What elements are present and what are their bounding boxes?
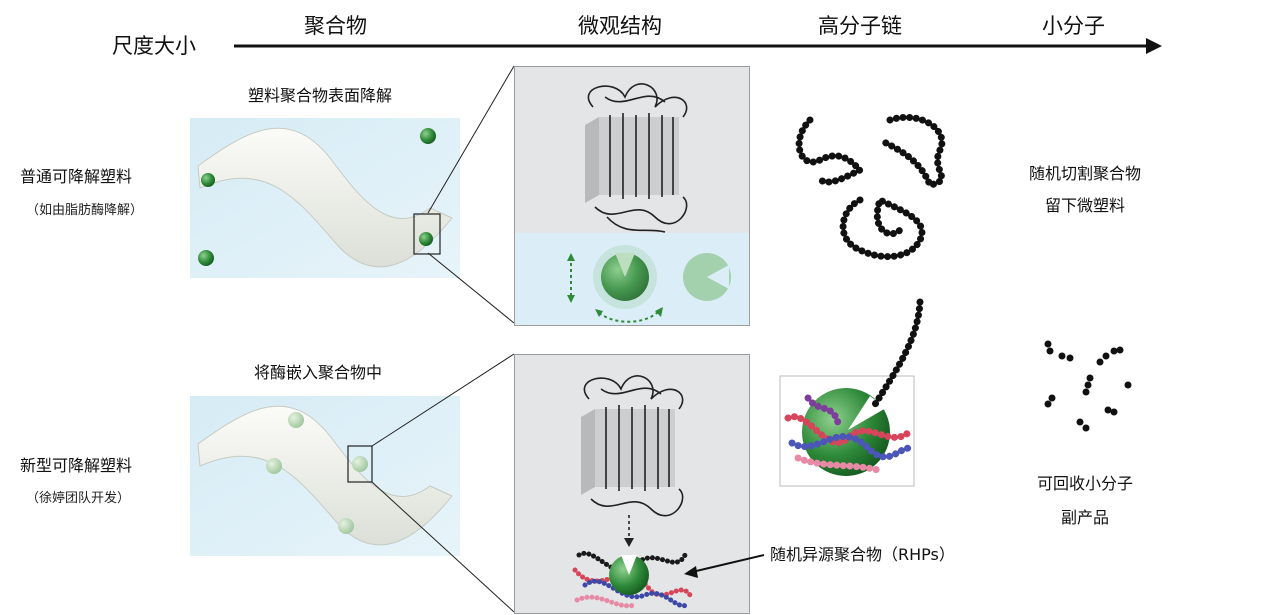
row2-caption: 将酶嵌入聚合物中 xyxy=(254,363,383,382)
column-header-polymer-chain: 高分子链 xyxy=(818,14,902,38)
row1-subtitle: （如由脂肪酶降解） xyxy=(26,203,144,218)
row2-outcome-line2: 副产品 xyxy=(1060,508,1109,527)
row2-outcome-line1: 可回收小分子 xyxy=(1036,474,1133,493)
row2-title: 新型可降解塑料 xyxy=(20,456,133,475)
scale-label: 尺度大小 xyxy=(112,34,196,58)
embedded-enzyme-icon xyxy=(338,518,354,534)
row1-plastic-sheet-illustration xyxy=(190,118,460,278)
embedded-enzyme-icon xyxy=(288,412,304,428)
zoom-box xyxy=(413,213,441,255)
column-header-polymer: 聚合物 xyxy=(304,14,367,38)
column-header-small-molecule: 小分子 xyxy=(1042,14,1105,38)
row2-small-molecules xyxy=(1044,340,1132,432)
rhps-annotation: 随机异源聚合物（RHPs） xyxy=(770,545,955,564)
embedded-enzyme-icon xyxy=(266,458,282,474)
enzyme-sphere-icon xyxy=(198,250,214,266)
row2-subtitle: （徐婷团队开发） xyxy=(26,491,131,506)
enzyme-sphere-icon xyxy=(419,232,433,246)
row1-caption: 塑料聚合物表面降解 xyxy=(248,86,393,105)
zoom-box xyxy=(347,445,373,483)
row1-outcome-line2: 留下微塑料 xyxy=(1044,196,1125,215)
row2-chain-entering-enzyme xyxy=(779,298,924,487)
row2-microstructure-panel xyxy=(514,354,750,614)
enzyme-sphere-icon xyxy=(420,128,436,144)
column-header-microstructure: 微观结构 xyxy=(578,14,662,38)
row2-plastic-sheet-illustration xyxy=(190,396,460,556)
row1-outcome-line1: 随机切割聚合物 xyxy=(1028,164,1141,183)
row1-microstructure-panel xyxy=(514,66,750,326)
row1-polymer-chain-fragments xyxy=(795,113,946,261)
scale-arrow xyxy=(234,38,1162,54)
enzyme-sphere-icon xyxy=(201,173,215,187)
row1-microstructure-illustration xyxy=(567,83,731,323)
row1-title: 普通可降解塑料 xyxy=(20,167,133,186)
embedded-enzyme-icon xyxy=(352,456,368,472)
row2-microstructure-illustration xyxy=(572,375,693,609)
